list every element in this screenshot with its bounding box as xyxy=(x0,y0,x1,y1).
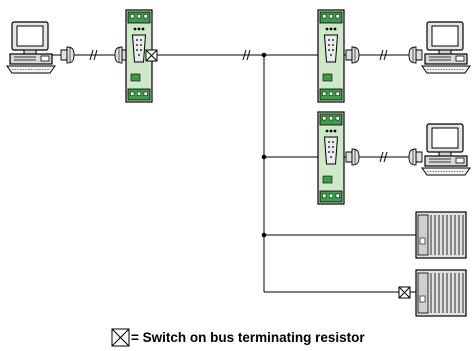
computer-1 xyxy=(6,21,129,74)
connector-icon xyxy=(408,46,423,64)
plc-2 xyxy=(398,269,467,317)
terminating-resistor-switch-icon xyxy=(145,49,158,62)
legend-switch-icon xyxy=(111,328,130,347)
bus-junction-dot xyxy=(261,154,267,160)
bus-junction-dot xyxy=(261,232,267,238)
connector-icon xyxy=(408,148,423,166)
computer-2 xyxy=(344,21,471,74)
plc-icon xyxy=(415,211,467,259)
computer-icon xyxy=(421,21,471,74)
converter-module-3 xyxy=(317,111,345,205)
connector-icon xyxy=(345,46,360,64)
legend: = Switch on bus terminating resistor xyxy=(111,328,365,347)
converter-module-icon xyxy=(317,111,345,205)
converter-module-icon xyxy=(317,9,345,103)
converter-module-1 xyxy=(125,9,158,103)
computer-icon xyxy=(421,123,471,176)
computer-icon xyxy=(6,21,56,74)
converter-module-2 xyxy=(317,9,345,103)
plc-icon xyxy=(415,269,467,317)
computer-3 xyxy=(344,123,471,176)
bus-wiring xyxy=(147,49,416,293)
legend-text: = Switch on bus terminating resistor xyxy=(131,330,365,345)
connector-icon xyxy=(345,148,360,166)
plc-1 xyxy=(415,211,467,259)
terminating-resistor-switch-icon xyxy=(398,286,411,299)
bus-junction-dot xyxy=(261,52,267,58)
connector-icon xyxy=(60,46,75,64)
